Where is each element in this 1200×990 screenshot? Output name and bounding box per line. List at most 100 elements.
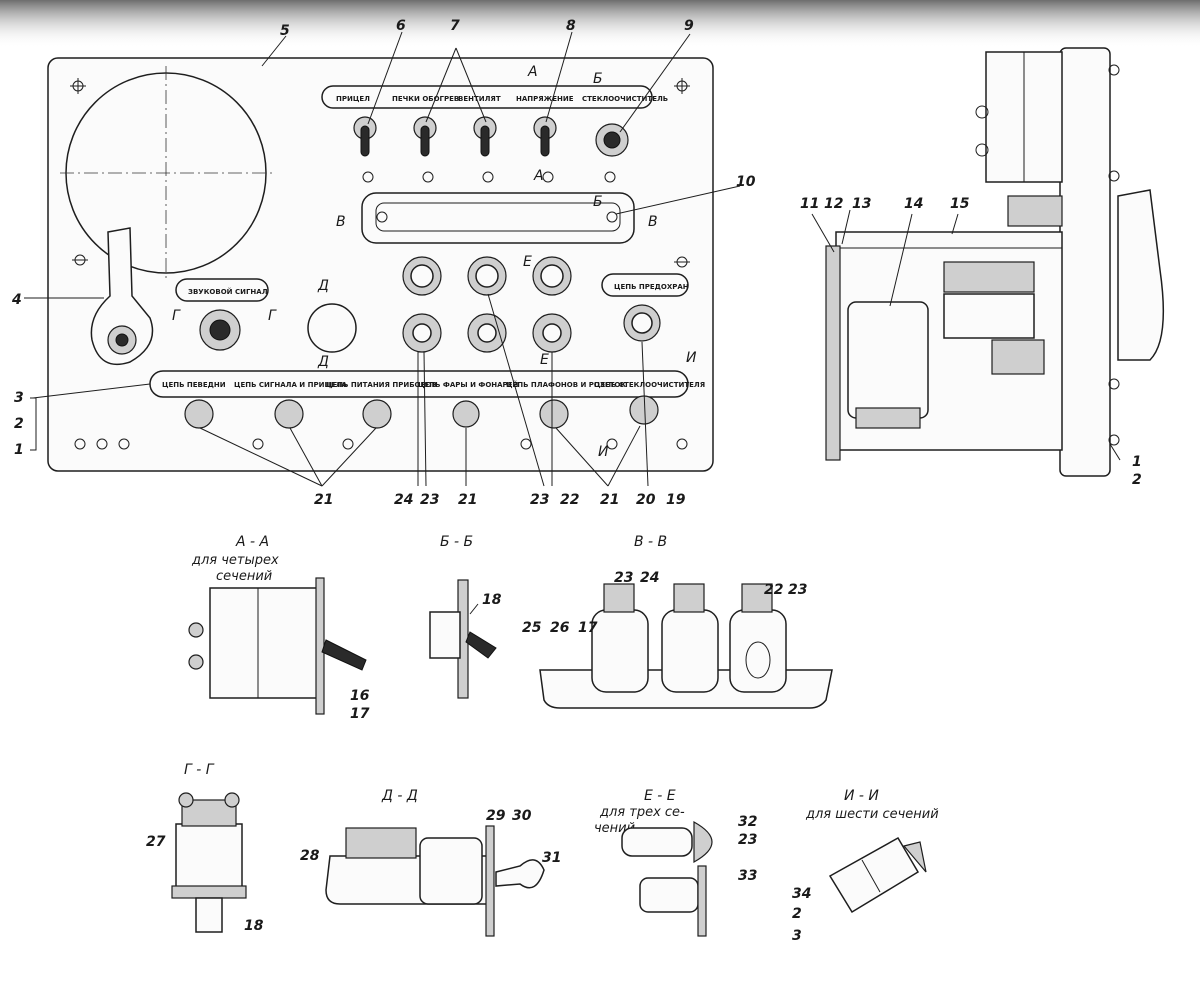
bottom-plate-1: ЦЕПЬ ПЕВЕДНИ <box>162 381 226 389</box>
top-plate-4: НАПРЯЖЕНИЕ <box>516 95 574 103</box>
svg-text:27: 27 <box>146 834 166 850</box>
bottom-plate-6: ЦЕПЬ СТЕКЛООЧИСТИТЕЛЯ <box>594 381 705 389</box>
section-dd: Д - Д 28 29 30 31 <box>300 788 561 937</box>
corner-holes <box>70 78 690 450</box>
svg-text:И: И <box>598 444 609 460</box>
callout-4: 4 <box>11 292 22 308</box>
sound-signal-plate: ЗВУКОВОЙ СИГНАЛ <box>175 278 269 351</box>
cover-d <box>307 303 357 353</box>
callout-5: 5 <box>280 23 290 39</box>
top-plate-2: ПЕЧКИ ОБОГРЕВ <box>392 95 459 103</box>
bottom-plate-2: ЦЕПЬ СИГНАЛА И ПРИЦЕЛА <box>234 381 348 389</box>
svg-text:Г: Г <box>268 308 277 324</box>
scan-shadow <box>0 0 1200 48</box>
callout-10: 10 <box>736 174 756 190</box>
svg-text:13: 13 <box>852 196 871 212</box>
bottom-plate-5: ЦЕПЬ ПЛАФОНОВ И РОЗЕТОК <box>506 381 626 389</box>
svg-text:для шести сечений: для шести сечений <box>805 807 939 822</box>
svg-text:сечений: сечений <box>216 569 272 584</box>
callout-19: 19 <box>666 492 686 508</box>
bottom-plate-strip: ЦЕПЬ ПЕВЕДНИ ЦЕПЬ СИГНАЛА И ПРИЦЕЛА ЦЕПЬ… <box>149 370 705 398</box>
svg-text:22: 22 <box>764 582 783 598</box>
top-plate-strip: ПРИЦЕЛ ПЕЧКИ ОБОГРЕВ ВЕНТИЛЯТ НАПРЯЖЕНИЕ… <box>321 85 668 109</box>
svg-text:Д: Д <box>317 354 329 370</box>
callout-21b: 21 <box>458 492 477 508</box>
svg-text:1: 1 <box>1132 454 1142 470</box>
leader-lines <box>24 31 741 487</box>
svg-text:Б - Б: Б - Б <box>440 534 473 550</box>
svg-text:А - А: А - А <box>235 534 269 550</box>
svg-text:А: А <box>533 168 544 184</box>
svg-text:3: 3 <box>792 928 802 944</box>
svg-text:15: 15 <box>950 196 970 212</box>
svg-text:Е: Е <box>540 352 549 368</box>
bottom-plate-4: ЦЕПЬ ФАРЫ И ФОНАРЕЙ <box>418 380 518 389</box>
section-vv: В - В 23 24 22 23 25 26 17 <box>522 534 833 709</box>
callout-23b: 23 <box>530 492 549 508</box>
svg-text:для четырех: для четырех <box>191 553 279 568</box>
callout-8: 8 <box>566 18 576 34</box>
svg-text:А: А <box>527 64 538 80</box>
svg-text:Д: Д <box>317 278 329 294</box>
svg-text:И: И <box>686 350 697 366</box>
section-bb: Б - Б 18 <box>429 534 502 699</box>
svg-text:31: 31 <box>542 850 561 866</box>
svg-text:25: 25 <box>522 620 542 636</box>
svg-text:14: 14 <box>904 196 923 212</box>
svg-text:ЦЕПЬ ПРЕДОХРАН: ЦЕПЬ ПРЕДОХРАН <box>614 283 689 291</box>
breaker-plate: ЦЕПЬ ПРЕДОХРАН <box>601 273 689 297</box>
section-markers: А Б Б А В В Г Г Д Д Е Е И И <box>172 64 697 460</box>
svg-text:29: 29 <box>486 808 506 824</box>
large-gauge <box>60 66 272 280</box>
svg-text:34: 34 <box>792 886 811 902</box>
callout-20: 20 <box>636 492 656 508</box>
callout-9: 9 <box>684 18 694 34</box>
front-panel: ПРИЦЕЛ ПЕЧКИ ОБОГРЕВ ВЕНТИЛЯТ НАПРЯЖЕНИЕ… <box>24 31 741 487</box>
svg-text:26: 26 <box>550 620 570 636</box>
svg-text:16: 16 <box>350 688 370 704</box>
svg-text:33: 33 <box>738 868 757 884</box>
section-gg: Г - Г 27 18 <box>146 762 264 934</box>
svg-text:23: 23 <box>788 582 807 598</box>
callout-1: 1 <box>14 442 24 458</box>
svg-text:17: 17 <box>578 620 598 636</box>
callout-6: 6 <box>396 18 406 34</box>
callout-21c: 21 <box>600 492 619 508</box>
fuse-block <box>361 192 635 244</box>
svg-text:32: 32 <box>738 814 757 830</box>
callout-21: 21 <box>314 492 333 508</box>
callout-2: 2 <box>14 416 24 432</box>
panel-callouts: 5 6 7 8 9 10 4 3 2 1 21 24 23 21 23 22 2… <box>11 18 756 508</box>
bottom-plate-3: ЦЕПЬ ПИТАНИЯ ПРИБОРОВ <box>326 381 437 389</box>
svg-text:Б: Б <box>593 194 603 210</box>
svg-text:В: В <box>648 214 658 230</box>
svg-text:Д - Д: Д - Д <box>381 788 418 804</box>
svg-text:12: 12 <box>824 196 843 212</box>
svg-text:Г: Г <box>172 308 181 324</box>
svg-text:28: 28 <box>300 848 320 864</box>
svg-text:23: 23 <box>614 570 633 586</box>
section-aa: А - А для четырех сечений 16 17 <box>188 534 370 722</box>
socket-grid <box>402 256 661 353</box>
svg-text:В: В <box>336 214 346 230</box>
svg-text:18: 18 <box>482 592 502 608</box>
fuse-caps <box>184 395 659 429</box>
svg-text:17: 17 <box>350 706 370 722</box>
svg-text:30: 30 <box>512 808 532 824</box>
lever-handle <box>90 227 154 366</box>
side-view: 11 12 13 14 15 1 2 <box>800 47 1165 488</box>
svg-text:И - И: И - И <box>844 788 879 804</box>
svg-text:для трех се-: для трех се- <box>599 805 685 820</box>
section-ee: Е - Е для трех се- чений 32 23 33 <box>594 788 757 937</box>
callout-24: 24 <box>394 492 413 508</box>
svg-text:2: 2 <box>792 906 802 922</box>
callout-22: 22 <box>560 492 579 508</box>
svg-text:18: 18 <box>244 918 264 934</box>
left-bracket <box>30 397 37 451</box>
svg-text:2: 2 <box>1132 472 1142 488</box>
callout-7: 7 <box>450 18 460 34</box>
top-plate-1: ПРИЦЕЛ <box>336 95 370 103</box>
svg-text:24: 24 <box>640 570 659 586</box>
svg-text:23: 23 <box>738 832 757 848</box>
